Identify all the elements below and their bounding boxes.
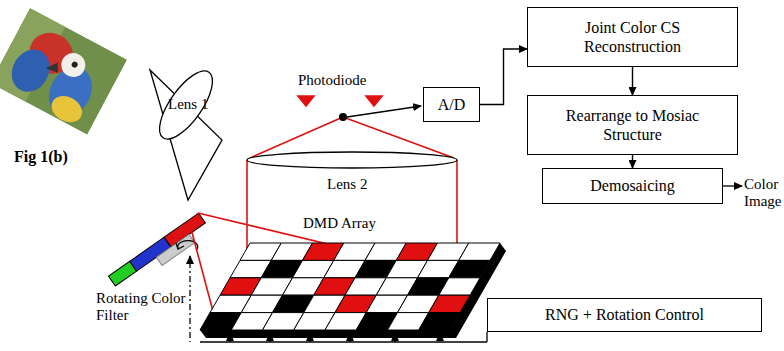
parrot-image	[0, 8, 127, 135]
process-box: Joint Color CS Reconstruction	[527, 7, 738, 67]
drawing-part	[0, 8, 127, 135]
drawing-part	[269, 333, 270, 342]
drawing-part	[200, 341, 487, 342]
photodiode-wire	[347, 106, 421, 117]
drawing-part	[309, 333, 310, 342]
box-text: Demosaicing	[590, 176, 674, 195]
dmd-array	[200, 243, 506, 338]
drawing-part	[394, 333, 395, 342]
drawing-part	[71, 61, 79, 69]
box-text: Joint Color CS Reconstruction	[538, 18, 727, 56]
drawing-part	[0, 8, 127, 135]
drawing-part	[366, 96, 382, 106]
drawing-part	[57, 49, 89, 81]
dmd-mirror	[439, 278, 480, 295]
dmd-edge	[200, 243, 506, 338]
box-text: Rearrange to Mosiac Structure	[538, 106, 727, 144]
lens-2	[247, 152, 457, 168]
photodiode-dot	[339, 113, 347, 121]
text-label: DMD Array	[303, 215, 393, 232]
output-arrow	[723, 185, 742, 186]
light-paths	[190, 96, 457, 315]
dmd-mirror	[449, 260, 490, 277]
text-label: Lens 2	[327, 176, 387, 193]
drawing-part	[156, 234, 195, 265]
flow-arrow	[632, 67, 633, 95]
color-filter	[108, 213, 211, 294]
drawing-part	[45, 59, 62, 75]
drawing-part	[198, 213, 428, 268]
drawing-part	[298, 96, 314, 106]
control-lines	[190, 256, 487, 342]
text-label: Color Image	[744, 176, 784, 211]
flow-arrow	[480, 49, 527, 105]
lens-1-cone	[150, 63, 222, 200]
drawing-part	[486, 332, 487, 342]
process-box: Demosaicing	[542, 168, 723, 204]
process-box: Rearrange to Mosiac Structure	[527, 95, 738, 155]
drawing-part	[439, 333, 440, 342]
text-label: Lens 1	[168, 96, 228, 113]
drawing-part	[176, 243, 184, 249]
process-box: RNG + Rotation Control	[487, 298, 762, 332]
drawing-part	[189, 256, 190, 262]
dmd-mirror	[429, 295, 470, 312]
box-text: A/D	[438, 95, 466, 114]
text-label: Fig 1(b)	[14, 148, 94, 166]
drawing-part	[190, 225, 214, 315]
drawing-part	[4, 43, 56, 99]
drawing-part	[189, 262, 190, 342]
box-text: RNG + Rotation Control	[545, 305, 704, 324]
dmd-mirror	[459, 243, 500, 260]
drawing-part	[47, 91, 87, 127]
flow-arrow	[632, 155, 633, 168]
drawing-part	[349, 333, 350, 342]
drawing-part	[229, 333, 230, 342]
dmd-mirror	[419, 313, 460, 330]
text-label: Photodiode	[298, 72, 388, 89]
process-box: A/D	[423, 87, 480, 122]
text-label: Rotating Color Filter	[96, 290, 186, 325]
